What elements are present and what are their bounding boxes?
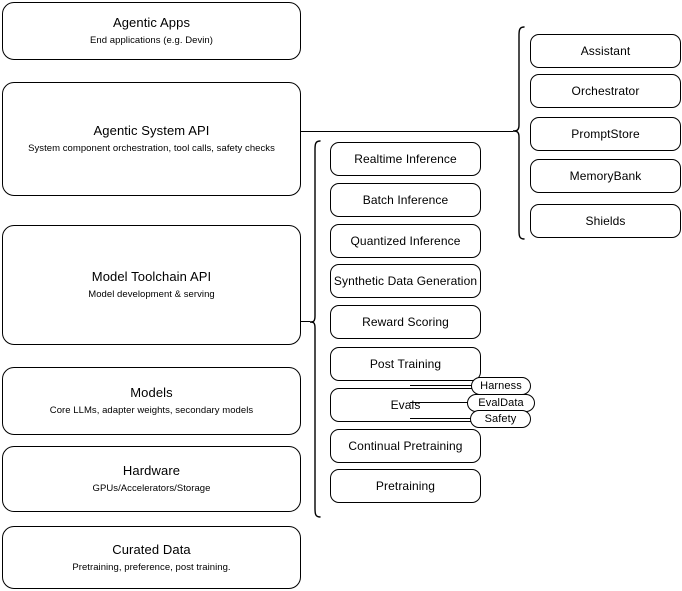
component-box-promptstore[interactable]: PromptStore (530, 117, 681, 151)
component-label: PromptStore (571, 127, 640, 141)
layer-box-agentic-apps[interactable]: Agentic Apps End applications (e.g. Devi… (2, 2, 301, 60)
component-box-memorybank[interactable]: MemoryBank (530, 159, 681, 193)
component-label: Assistant (580, 44, 631, 58)
eval-pill-label: Safety (484, 413, 517, 425)
layer-box-agentic-system-api[interactable]: Agentic System API System component orch… (2, 82, 301, 196)
layer-title: Models (130, 385, 173, 400)
component-box-reward-scoring[interactable]: Reward Scoring (330, 305, 481, 339)
component-box-realtime-inference[interactable]: Realtime Inference (330, 142, 481, 176)
component-label: Pretraining (375, 479, 436, 493)
connector-evals-to-evaldata (410, 402, 472, 403)
layer-box-model-toolchain-api[interactable]: Model Toolchain API Model development & … (2, 225, 301, 345)
component-label: Realtime Inference (354, 152, 457, 166)
component-label: Post Training (369, 357, 442, 371)
component-box-batch-inference[interactable]: Batch Inference (330, 183, 481, 217)
layer-title: Model Toolchain API (91, 269, 212, 284)
component-label: Quantized Inference (350, 234, 461, 248)
layer-title: Agentic System API (93, 123, 210, 138)
component-label: Batch Inference (362, 193, 449, 207)
component-box-post-training[interactable]: Post Training (330, 347, 481, 381)
eval-pill-safety[interactable]: Safety (470, 410, 531, 428)
component-box-synthetic-data-generation[interactable]: Synthetic Data Generation (330, 264, 481, 298)
component-box-quantized-inference[interactable]: Quantized Inference (330, 224, 481, 258)
component-label: Evals (390, 398, 421, 412)
component-label: Orchestrator (571, 84, 640, 98)
component-label: Reward Scoring (362, 315, 449, 329)
eval-pill-evaldata[interactable]: EvalData (467, 394, 535, 412)
layer-box-curated-data[interactable]: Curated Data Pretraining, preference, po… (2, 526, 301, 589)
layer-subtitle: Core LLMs, adapter weights, secondary mo… (49, 405, 254, 416)
right-column-brace (512, 26, 525, 240)
component-box-evals[interactable]: Evals (330, 388, 481, 422)
layer-subtitle: Pretraining, preference, post training. (72, 561, 231, 573)
component-label: MemoryBank (569, 169, 642, 183)
connector-evals-to-harness (410, 385, 480, 386)
layer-subtitle: GPUs/Accelerators/Storage (92, 483, 211, 494)
connector-evals-to-safety (410, 418, 476, 419)
connector-model-toolchain-api-to-components (301, 321, 310, 322)
component-box-continual-pretraining[interactable]: Continual Pretraining (330, 429, 481, 463)
component-box-assistant[interactable]: Assistant (530, 34, 681, 68)
layer-subtitle: Model development & serving (88, 289, 215, 300)
component-box-pretraining[interactable]: Pretraining (330, 469, 481, 503)
component-label: Continual Pretraining (348, 439, 463, 453)
layer-subtitle: End applications (e.g. Devin) (90, 35, 213, 46)
middle-column-brace (309, 140, 321, 518)
component-box-shields[interactable]: Shields (530, 204, 681, 238)
layer-box-models[interactable]: Models Core LLMs, adapter weights, secon… (2, 367, 301, 435)
layer-title: Hardware (122, 463, 181, 478)
layer-title: Curated Data (112, 541, 191, 557)
component-box-orchestrator[interactable]: Orchestrator (530, 74, 681, 108)
eval-pill-label: Harness (480, 380, 522, 392)
layer-title: Agentic Apps (112, 15, 191, 30)
connector-agentic-system-api-to-components (301, 131, 513, 132)
component-label: Shields (585, 214, 626, 228)
layer-box-hardware[interactable]: Hardware GPUs/Accelerators/Storage (2, 446, 301, 512)
eval-pill-label: EvalData (478, 397, 524, 409)
eval-pill-harness[interactable]: Harness (471, 377, 531, 395)
component-label: Synthetic Data Generation (333, 274, 478, 288)
layer-subtitle: System component orchestration, tool cal… (28, 143, 275, 154)
